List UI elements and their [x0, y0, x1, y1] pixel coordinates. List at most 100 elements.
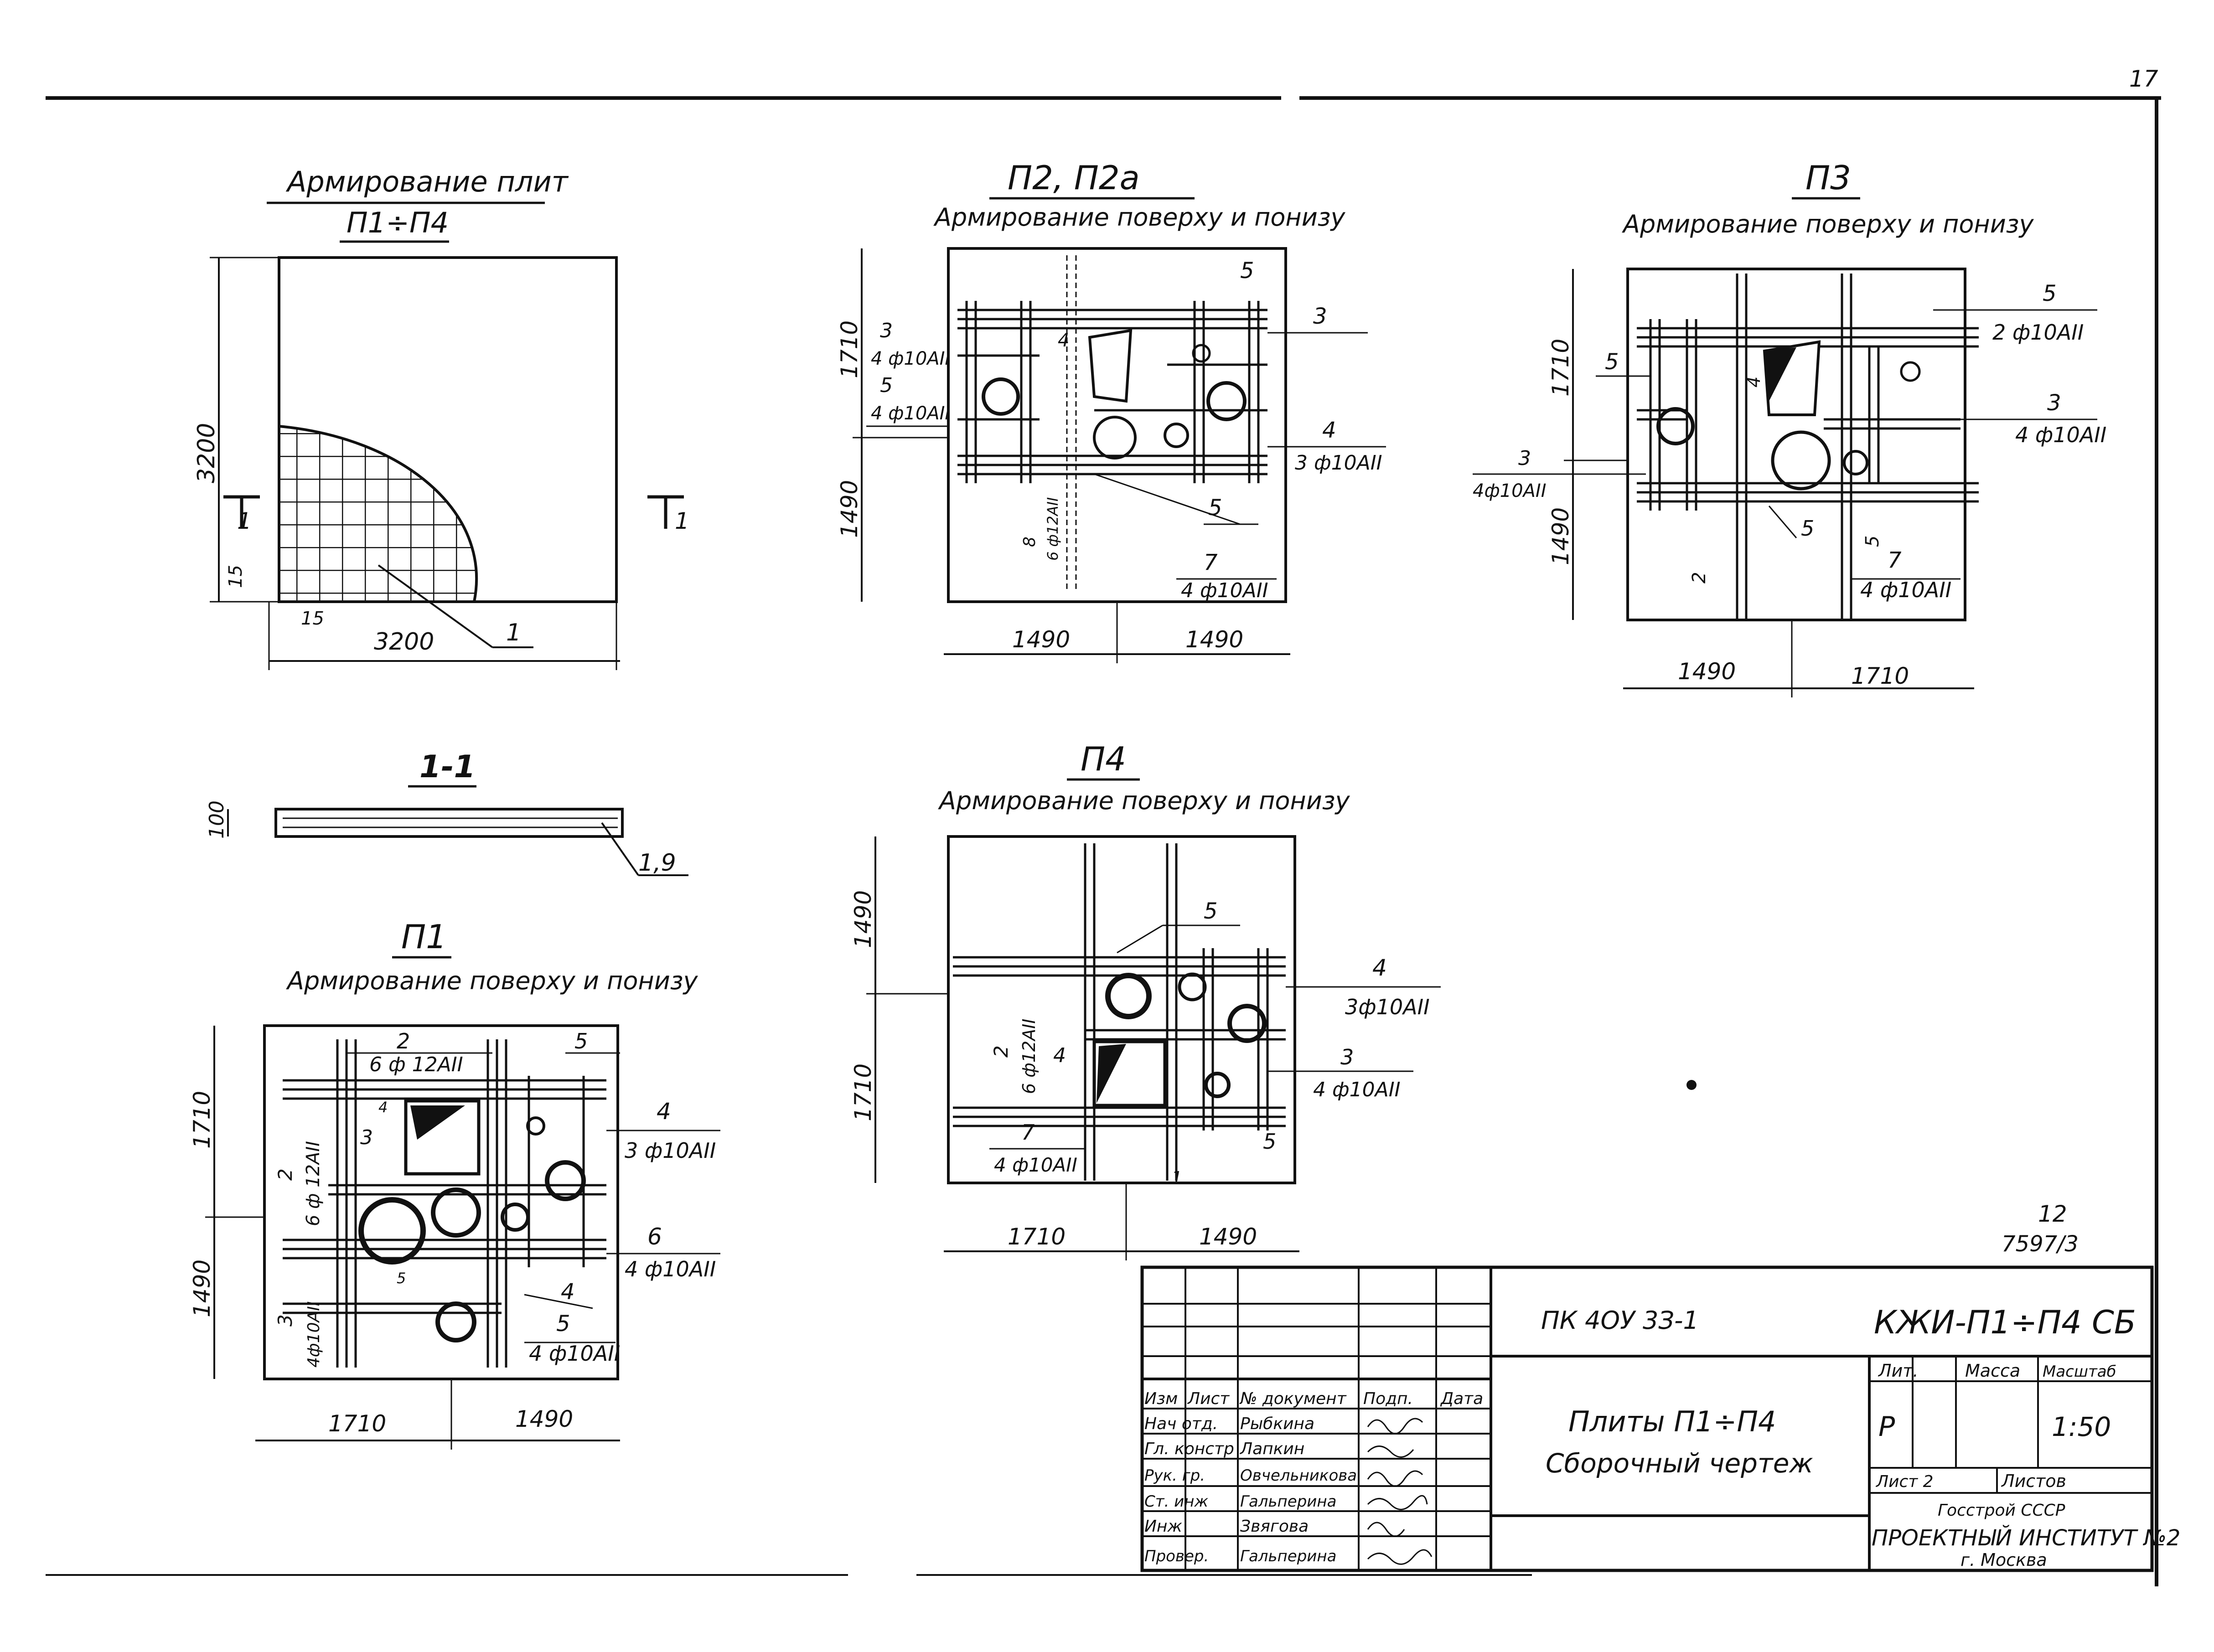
p4-title: П4 [1081, 740, 1126, 778]
stamp-col-date: Дата [1440, 1389, 1483, 1408]
stamp-title-line1: Плиты П1÷П4 [1568, 1405, 1776, 1438]
p3-callout-3-num: 3 [2047, 390, 2061, 416]
p3-dim-bottom-left: 1490 [1678, 658, 1736, 685]
p3-callout-6-spec: 4 ф10АII [1860, 578, 1951, 602]
p4-callout-2-spec: 3ф10АII [1345, 995, 1430, 1019]
stamp-role-4: Ст. инж [1144, 1492, 1208, 1511]
general-dim-offset-v: 15 [225, 565, 246, 588]
p4-callout-5-num: 3 [1340, 1045, 1354, 1069]
stamp-name-6: Гальперина [1240, 1547, 1336, 1565]
p4-callout-6-spec: 4 ф10АII [994, 1154, 1077, 1176]
p2-callout-7-spec: 4 ф10АII [1181, 579, 1268, 602]
p3-callout-4-spec: 4ф10АII [1473, 480, 1547, 501]
stamp-title-line2: Сборочный чертеж [1546, 1448, 1813, 1479]
p3-dim-left-bottom: 1490 [1547, 507, 1574, 565]
p4-dim-bottom-right: 1490 [1199, 1224, 1257, 1250]
general-title: Армирование плит [285, 165, 569, 198]
p2-dim-left-bottom: 1490 [836, 480, 863, 538]
plate-p3-view: П3 Армирование поверху и понизу 1710 149… [1473, 159, 2106, 697]
p1-callout-1-num: 2 [397, 1029, 410, 1053]
stray-dot [1686, 1080, 1697, 1090]
stamp-name-5: Звягова [1240, 1517, 1309, 1536]
p3-callout-1-spec: 2 ф10АII [1992, 320, 2084, 345]
p4-dim-left-bottom: 1710 [850, 1063, 876, 1121]
p2-callout-3-num: 5 [1240, 258, 1254, 284]
p2-callout-5-spec: 3 ф10АII [1295, 451, 1382, 475]
stamp-name-1: Рыбкина [1240, 1415, 1314, 1433]
p3-title: П3 [1805, 159, 1851, 197]
stamp-scale-header: Масштаб [2043, 1363, 2116, 1381]
p1-callout-6-num: 4 [378, 1099, 388, 1116]
p1-callout-5-num: 3 [360, 1126, 373, 1149]
stamp-lit-header: Лит. [1878, 1361, 1919, 1381]
general-dim-offset-h: 15 [301, 608, 324, 629]
general-subtitle: П1÷П4 [347, 206, 449, 239]
p4-dim-left-top: 1490 [850, 890, 876, 948]
p1-callout-2-num: 5 [574, 1029, 588, 1053]
p2-callout-4-num: 3 [1313, 304, 1327, 329]
stamp-mass-header: Масса [1965, 1361, 2020, 1381]
stamp-scale: 1:50 [2052, 1411, 2111, 1442]
p1-dim-left-bottom: 1490 [189, 1260, 215, 1317]
stamp-org-line3: г. Москва [1961, 1550, 2047, 1570]
section-title: 1-1 [419, 749, 476, 785]
stamp-role-3: Рук. гр. [1144, 1466, 1205, 1485]
p1-callout-11-num: 5 [397, 1270, 406, 1287]
sheet-note-1: 12 [2038, 1201, 2067, 1227]
p2-callout-8-num: 8 [1020, 537, 1039, 547]
p3-callout-4-num: 3 [1518, 447, 1531, 470]
stamp-name-2: Лапкин [1239, 1440, 1304, 1458]
p2-callout-1-num: 3 [880, 319, 893, 342]
page-number: 17 [2129, 66, 2158, 92]
p4-callout-8-num: 1 [1172, 1168, 1182, 1187]
p1-dim-bottom-left: 1710 [328, 1410, 386, 1437]
p1-callout-10-num: 3 [274, 1314, 296, 1327]
p2-callout-9-num: 4 [1058, 330, 1069, 351]
p3-callout-7-num: 5 [1862, 536, 1883, 547]
p1-callout-4-spec: 6 ф 12АII [303, 1141, 324, 1226]
stamp-project-code: ПК 4ОУ 3З-1 [1541, 1306, 1699, 1335]
p3-subtitle: Армирование поверху и понизу [1622, 210, 2034, 238]
p2-callout-2-spec: 4 ф10АII [871, 403, 950, 424]
p1-callout-1-spec: 6 ф 12АII [369, 1053, 463, 1076]
p1-callout-3-num: 4 [657, 1098, 671, 1125]
stamp-col-list: Лист [1187, 1389, 1230, 1408]
p3-callout-8-num: 2 [1689, 572, 1710, 583]
p4-callout-5-spec: 4 ф10АII [1313, 1078, 1401, 1101]
sheet-frame: 17 [46, 66, 2161, 1586]
p2-callout-5-num: 4 [1322, 418, 1336, 443]
stamp-role-5: Инж [1144, 1517, 1182, 1536]
p4-callout-6-num: 7 [1021, 1120, 1035, 1145]
stamp-col-sign: Подп. [1363, 1389, 1413, 1408]
p1-callout-9-spec: 4 ф10АII [529, 1341, 620, 1366]
p1-callout-9-num: 5 [556, 1311, 570, 1337]
p3-callout-1-num: 5 [2043, 281, 2057, 306]
section-mark-left: 1 [237, 508, 252, 534]
p2-dim-left-top: 1710 [836, 320, 863, 378]
p4-callout-3-spec: 6 ф12АII [1019, 1018, 1039, 1094]
p2-subtitle: Армирование поверху и понизу [933, 203, 1346, 232]
p3-dim-bottom-right: 1710 [1851, 663, 1909, 689]
p4-dim-bottom-left: 1710 [1008, 1224, 1066, 1250]
p2-callout-7-num: 7 [1204, 550, 1218, 575]
general-plate-view: Армирование плит П1÷П4 3200 15 3200 15 1… [193, 165, 689, 670]
p2-callout-8-spec: 6 ф12АII [1044, 497, 1061, 561]
p2-title: П2, П2а [1008, 159, 1140, 197]
stamp-drawing-code: КЖИ-П1÷П4 СБ [1874, 1304, 2136, 1341]
p4-callout-7-num: 5 [1263, 1129, 1276, 1154]
p1-subtitle: Армирование поверху и понизу [286, 966, 698, 995]
p1-title: П1 [401, 918, 447, 956]
p3-callout-9-num: 4 [1744, 377, 1764, 387]
p2-callout-1-spec: 4 ф10АII [871, 348, 950, 369]
signatures [1367, 1418, 1433, 1565]
p4-callout-4-num: 4 [1053, 1044, 1066, 1067]
p4-subtitle: Армирование поверху и понизу [938, 786, 1350, 815]
p4-callout-2-num: 4 [1372, 955, 1387, 981]
section-dim-thickness: 100 [205, 800, 228, 839]
general-leader-label: 1 [506, 619, 521, 646]
stamp-stage: Р [1878, 1411, 1895, 1443]
p3-callout-6-num: 7 [1888, 547, 1902, 573]
stamp-sheet: Лист 2 [1875, 1472, 1934, 1491]
plate-p4-view: П4 Армирование поверху и понизу 1490 171… [850, 740, 1441, 1260]
